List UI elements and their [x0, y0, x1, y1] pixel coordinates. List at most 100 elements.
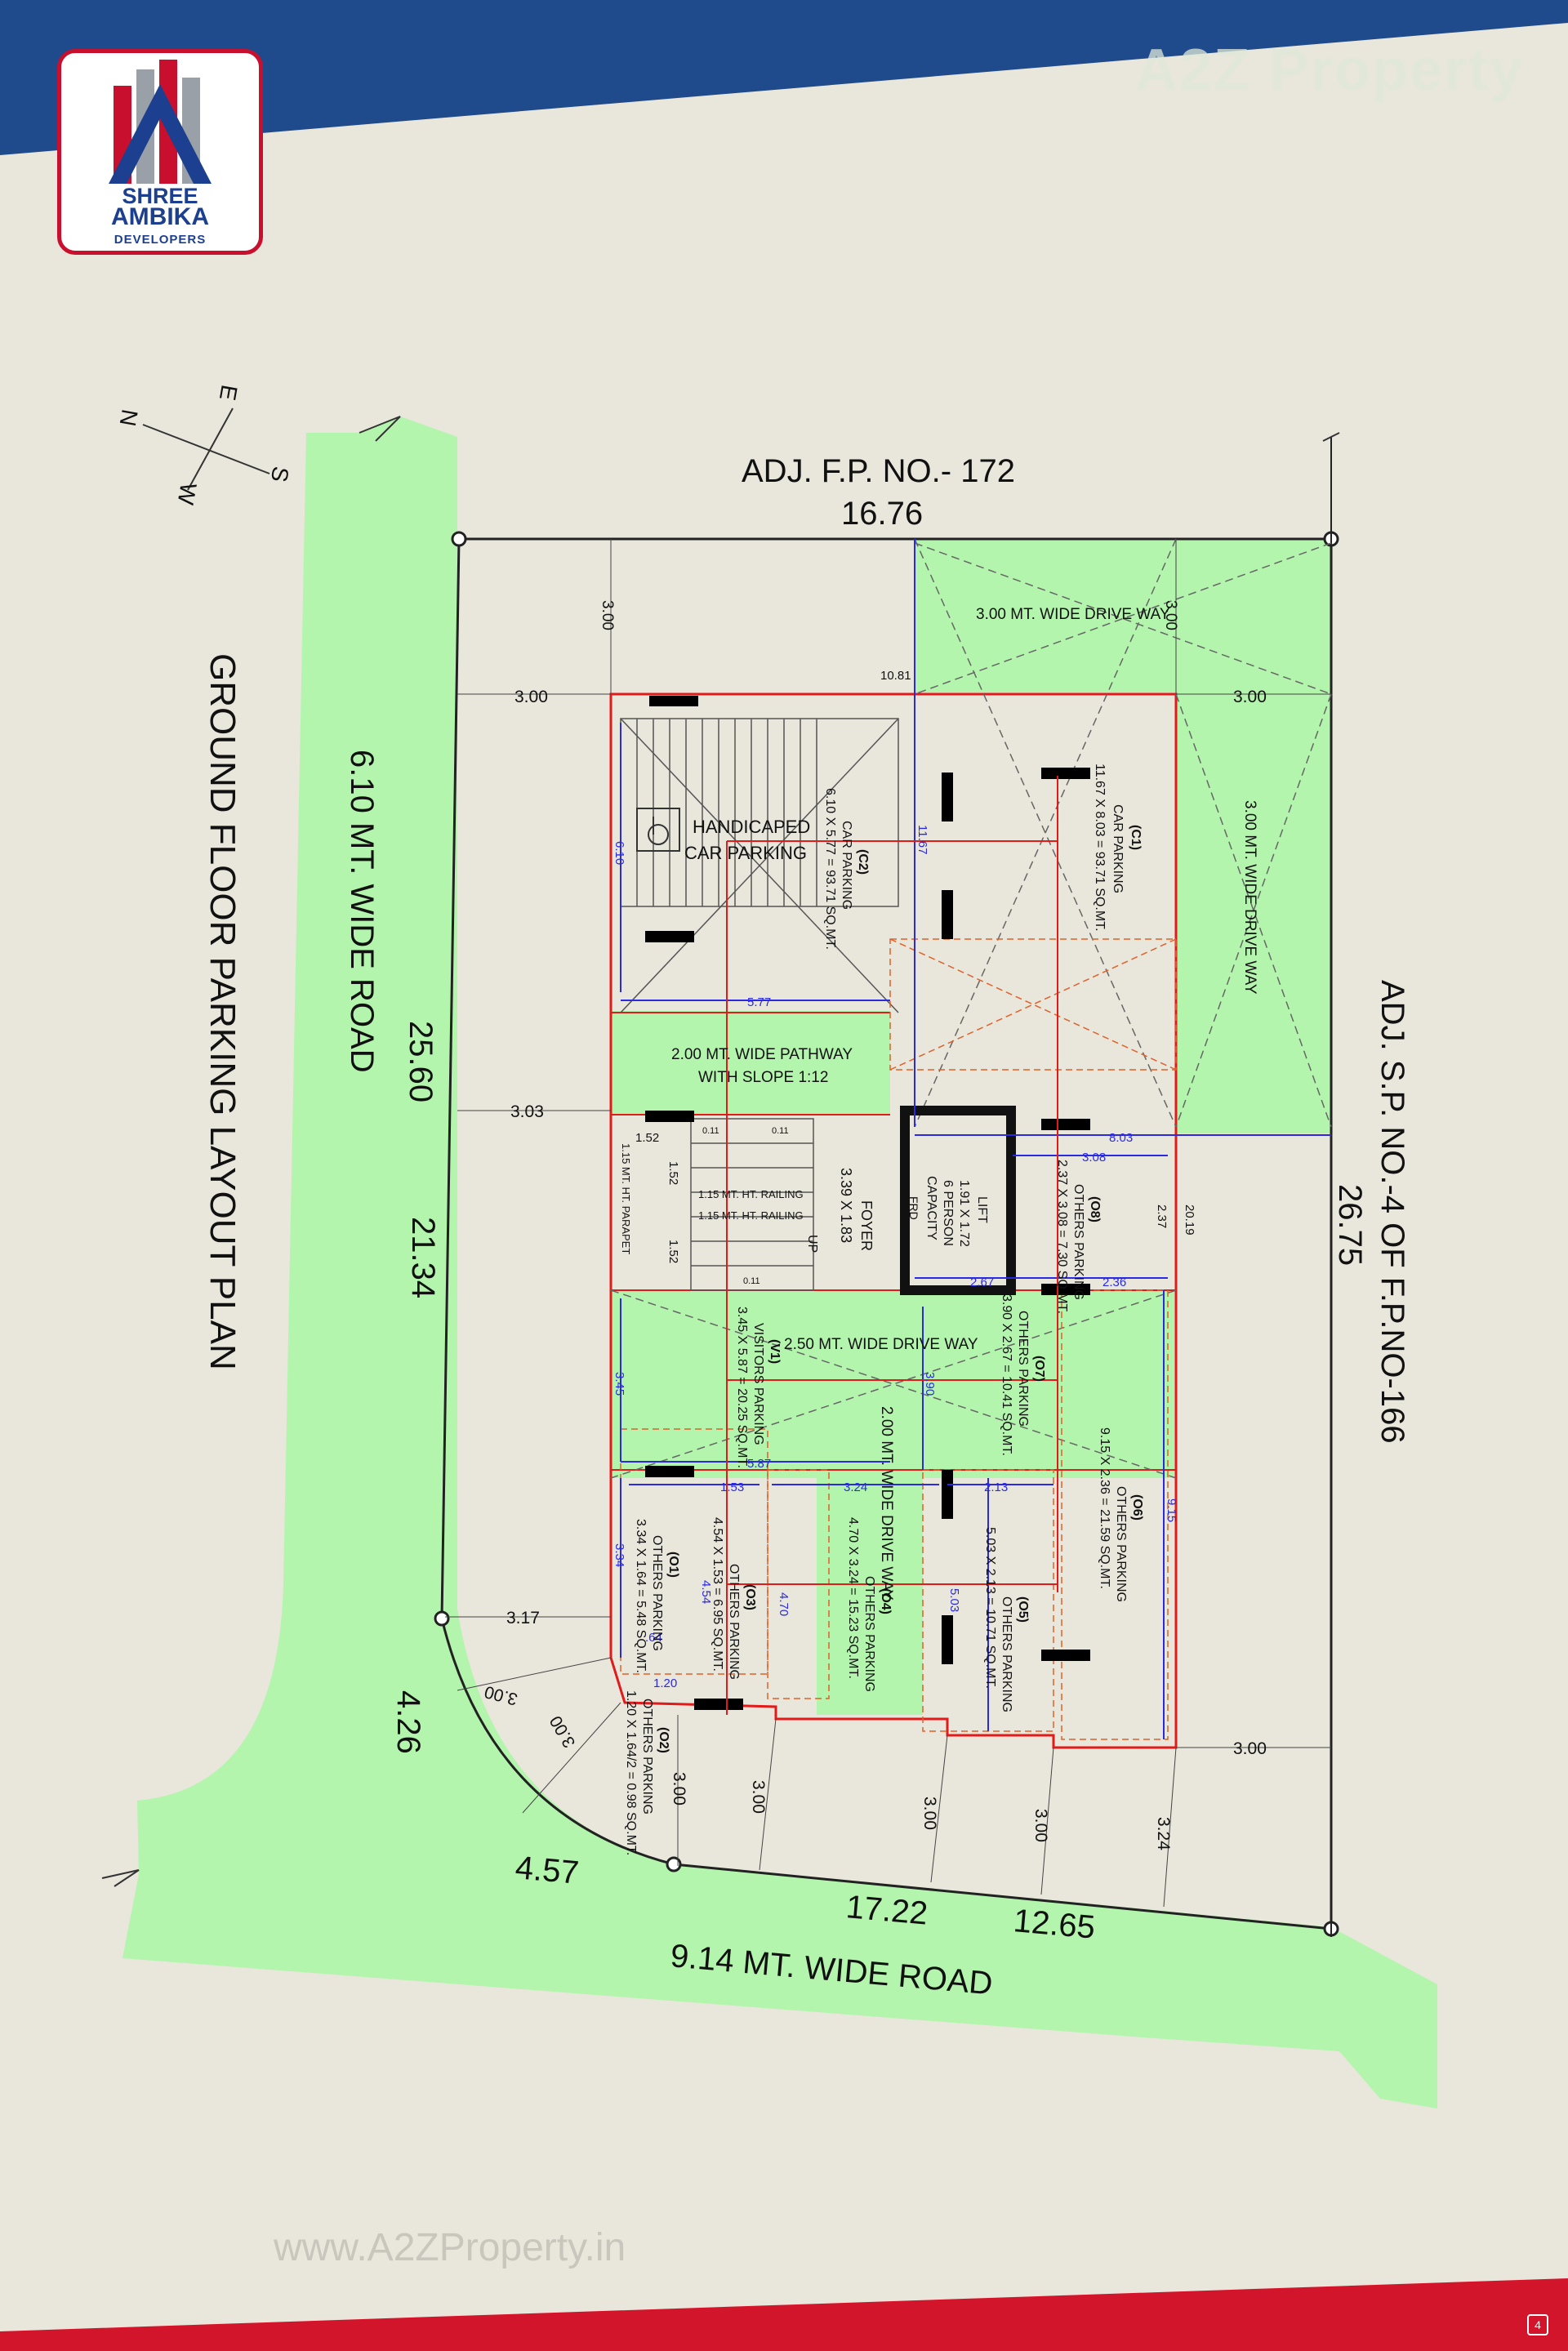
parking-o5-size: 5.03 X 2.13 = 10.71 SQ.MT.: [983, 1527, 997, 1689]
pathway-label-1: 2.00 MT. WIDE PATHWAY: [671, 1046, 853, 1063]
svg-text:2.67: 2.67: [970, 1276, 994, 1289]
handicap-label-2: CAR PARKING: [684, 843, 807, 863]
compass-icon: [142, 407, 270, 491]
svg-text:5.87: 5.87: [747, 1457, 771, 1471]
parking-c1-id: (C1): [1129, 825, 1143, 850]
parking-o1-id: (O1): [666, 1552, 680, 1578]
svg-text:1.52: 1.52: [666, 1161, 680, 1185]
logo-line2: AMBIKA: [111, 203, 209, 230]
pathway-area: [611, 1011, 890, 1115]
parking-c1-type: CAR PARKING: [1111, 804, 1125, 893]
footer-band: [0, 2278, 1568, 2351]
parking-c2-size: 6.10 X 5.77 = 93.71 SQ.MT.: [823, 788, 837, 950]
right-boundary-label: ADJ. S.P. NO.-4 OF F.P.NO-166: [1374, 980, 1410, 1444]
lift-frd: FRD: [907, 1196, 920, 1220]
columns: [645, 696, 1090, 1710]
bottom-dim-b: 17.22: [844, 1889, 929, 1932]
svg-text:3.00: 3.00: [483, 1682, 519, 1709]
svg-text:3.17: 3.17: [506, 1609, 540, 1627]
top-boundary-length: 16.76: [841, 496, 923, 532]
svg-text:1.53: 1.53: [720, 1481, 744, 1494]
building-logo-icon: [109, 60, 212, 184]
parking-o6-size: 9.15 X 2.36 = 21.59 SQ.MT.: [1098, 1427, 1111, 1589]
svg-text:4.54: 4.54: [699, 1580, 713, 1604]
lift-capacity-2: CAPACITY: [924, 1176, 938, 1240]
compass-s: S: [266, 465, 294, 484]
lift-size: 1.91 X 1.72: [957, 1180, 971, 1247]
parking-o8-size: 2.37 X 3.08 = 7.30 SQ.MT.: [1055, 1160, 1069, 1314]
svg-text:8.03: 8.03: [1109, 1131, 1133, 1145]
svg-text:2.37: 2.37: [1155, 1204, 1169, 1228]
corner-dim: 4.26: [390, 1690, 426, 1754]
svg-text:10.81: 10.81: [880, 669, 911, 683]
foyer-size: 3.39 X 1.83: [838, 1168, 854, 1243]
svg-text:5.77: 5.77: [747, 995, 771, 1009]
svg-text:1.52: 1.52: [666, 1240, 680, 1263]
bottom-dim-c: 12.65: [1012, 1903, 1097, 1946]
parking-o3-size: 4.54 X 1.53 = 6.95 SQ.MT.: [710, 1517, 724, 1672]
parking-o5-type: OTHERS PARKING: [1000, 1596, 1013, 1712]
compass-e: E: [215, 383, 243, 403]
svg-text:3.34: 3.34: [612, 1543, 626, 1567]
handicap-label-1: HANDICAPED: [693, 817, 810, 837]
parking-o8-id: (O8): [1088, 1196, 1102, 1222]
svg-text:5.03: 5.03: [947, 1588, 961, 1612]
compass-w: W: [172, 481, 201, 507]
svg-text:2.13: 2.13: [984, 1481, 1008, 1494]
parking-o8-type: OTHERS PARKING: [1071, 1184, 1085, 1300]
drive-low-label: 2.00 MT. WIDE DRIVE WAY: [878, 1406, 895, 1601]
logo-line1: SHREE: [122, 184, 198, 208]
compass-n: N: [115, 407, 143, 428]
page-number: 4: [1527, 2314, 1548, 2335]
parking-o4-size: 4.70 X 3.24 = 15.23 SQ.MT.: [846, 1517, 860, 1679]
left-road-label: 6.10 MT. WIDE ROAD: [344, 750, 380, 1073]
setback-lines: [445, 539, 1331, 1908]
svg-text:3.00: 3.00: [546, 1712, 579, 1751]
parking-o3-id: (O3): [743, 1584, 757, 1610]
svg-text:3.00: 3.00: [670, 1772, 688, 1806]
railing-label-2: 1.15 MT. HT. RAILING: [698, 1209, 804, 1222]
svg-text:3.00: 3.00: [749, 1780, 768, 1814]
svg-text:1.20: 1.20: [653, 1676, 677, 1690]
developer-logo: SHREE AMBIKA DEVELOPERS: [57, 49, 263, 255]
parapet-label: 1.15 MT. HT. PARAPET: [620, 1143, 632, 1254]
lift-shaft: [900, 1106, 1016, 1295]
bottom-dim-a: 4.57: [514, 1850, 580, 1891]
svg-text:3.00: 3.00: [920, 1797, 939, 1830]
left-dim-b: 21.34: [405, 1217, 441, 1298]
svg-text:3.03: 3.03: [510, 1102, 544, 1121]
parking-o3-type: OTHERS PARKING: [727, 1564, 741, 1680]
parking-c1-size: 11.67 X 8.03 = 93.71 SQ.MT.: [1093, 764, 1107, 932]
svg-text:9.15: 9.15: [1165, 1498, 1178, 1522]
parking-o2-id: (O2): [657, 1727, 670, 1753]
svg-text:3.00: 3.00: [1233, 1739, 1267, 1758]
svg-text:3.90: 3.90: [923, 1372, 937, 1396]
plot-boundary: [440, 537, 1333, 1930]
svg-text:2.36: 2.36: [1102, 1276, 1126, 1289]
drive-mid-label: 2.50 MT. WIDE DRIVE WAY: [784, 1336, 978, 1353]
stairs-up-label: UP: [805, 1235, 819, 1253]
parking-o5-id: (O5): [1016, 1596, 1030, 1623]
railing-label-1: 1.15 MT. HT. RAILING: [698, 1188, 804, 1200]
watermark-top: A2Z Property: [1135, 38, 1525, 103]
c1-diagonals: [610, 538, 1332, 1479]
parking-o7-size: 3.90 X 2.67 = 10.41 SQ.MT.: [1000, 1294, 1013, 1456]
parking-o1-size: 3.34 X 1.64 = 5.48 SQ.MT.: [634, 1519, 648, 1673]
parking-v1-type: VISITORS PARKING: [751, 1323, 765, 1445]
svg-text:3.45: 3.45: [612, 1372, 626, 1396]
building-footprint: [609, 692, 1178, 1749]
svg-text:3.00: 3.00: [599, 600, 616, 630]
drive-low-area: [817, 1478, 923, 1715]
corner-point: [451, 531, 467, 547]
parking-c2-id: (C2): [856, 849, 870, 875]
parking-o4-type: OTHERS PARKING: [862, 1576, 876, 1692]
drive-top-label: 3.00 MT. WIDE DRIVE WAY: [976, 606, 1170, 623]
lift-capacity-1: 6 PERSON: [941, 1180, 955, 1246]
svg-text:20.19: 20.19: [1183, 1204, 1196, 1236]
logo-line3: DEVELOPERS: [114, 233, 207, 247]
top-boundary-label: ADJ. F.P. NO.- 172: [742, 453, 1015, 489]
parking-o7-type: OTHERS PARKING: [1016, 1311, 1030, 1427]
header-band: [0, 0, 1568, 155]
stairs-foyer: [690, 1118, 814, 1291]
